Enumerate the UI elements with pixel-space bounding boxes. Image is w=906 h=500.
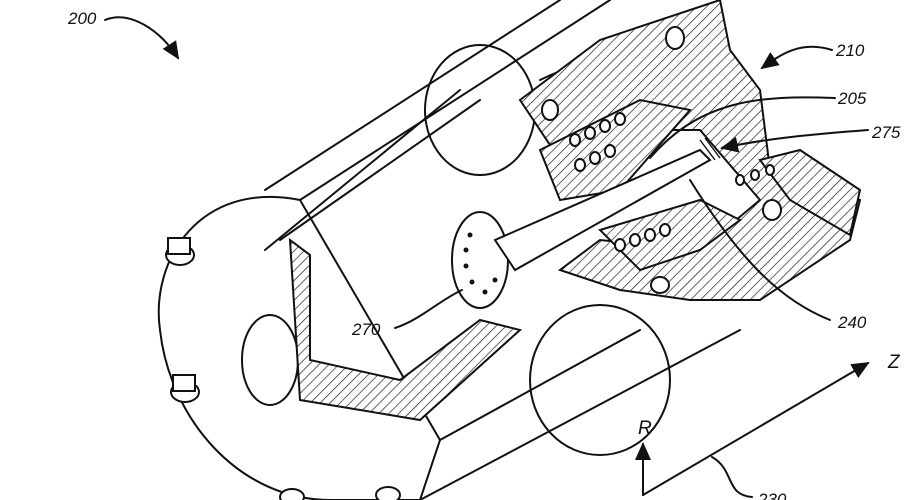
- label-205: 205: [837, 89, 867, 108]
- label-240: 240: [837, 313, 867, 332]
- cooling-holes: [541, 26, 782, 294]
- central-electrode: [493, 137, 721, 272]
- bolt-icon: [375, 486, 401, 500]
- label-210: 210: [835, 41, 865, 60]
- bolt-icon: [165, 237, 195, 266]
- cutaway-section: [288, 0, 862, 422]
- label-200: 200: [67, 9, 97, 28]
- bolt-icon: [279, 488, 305, 500]
- label-230: 230: [757, 490, 787, 500]
- z-axis-arrow: [642, 361, 870, 496]
- bolt-icon: [170, 374, 200, 403]
- axis-frame: R Z 230: [635, 352, 901, 500]
- r-axis-label: R: [638, 418, 652, 439]
- injector-plate: [451, 211, 509, 309]
- callouts: 200 210 205 275 270 240: [67, 9, 901, 339]
- label-275: 275: [871, 123, 901, 142]
- bolts: [165, 237, 401, 500]
- z-axis-label: Z: [887, 352, 901, 373]
- label-270: 270: [351, 320, 381, 339]
